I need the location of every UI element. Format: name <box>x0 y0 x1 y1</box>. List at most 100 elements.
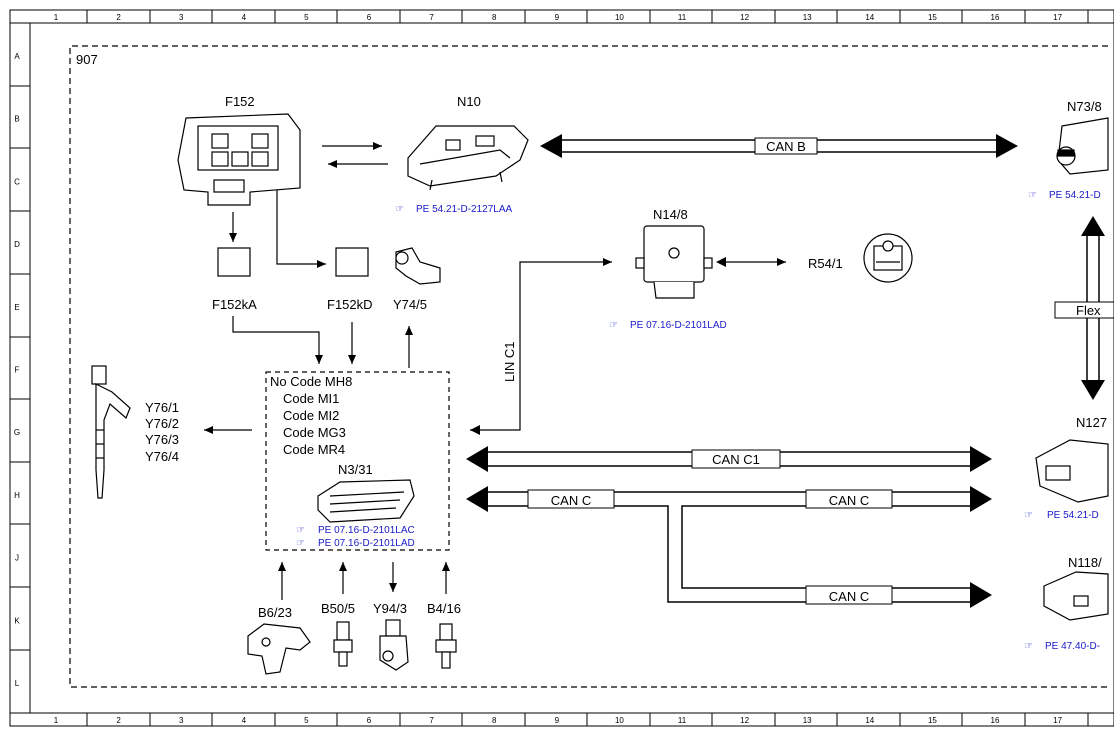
row-label: E <box>14 303 19 312</box>
n3-ref-a-link[interactable]: PE 07.16-D-2101LAC <box>318 525 415 536</box>
b50-5-label: B50/5 <box>321 601 355 616</box>
column-label: 3 <box>179 716 184 725</box>
column-label: 17 <box>1053 716 1062 725</box>
column-label: 9 <box>555 716 560 725</box>
can-b-bus <box>540 134 1018 158</box>
ecu-code-0: No Code MH8 <box>270 374 352 389</box>
f152ka-label: F152kA <box>212 297 257 312</box>
can-c1-bus <box>466 446 992 472</box>
column-label: 1 <box>54 716 59 725</box>
column-label: 15 <box>928 716 937 725</box>
y76-2-label: Y76/2 <box>145 416 179 431</box>
column-label: 11 <box>678 716 687 725</box>
f152kd-label: F152kD <box>327 297 373 312</box>
f152ka-relay-icon <box>217 247 251 277</box>
column-label: 12 <box>740 13 749 22</box>
row-label: D <box>14 240 20 249</box>
row-label: K <box>14 616 20 625</box>
flex-bus <box>1054 216 1114 400</box>
column-label: 4 <box>242 13 247 22</box>
row-label: C <box>14 177 20 186</box>
column-label: 10 <box>615 716 624 725</box>
column-label: 14 <box>865 13 874 22</box>
b6-23-camshaft-sensor-icon <box>247 623 311 675</box>
ecu-code-2: Code MI2 <box>283 408 339 423</box>
n14-label: N14/8 <box>653 207 688 222</box>
column-label: 9 <box>555 13 560 22</box>
ecu-code-4: Code MR4 <box>283 442 345 457</box>
n14-module-icon <box>635 225 713 299</box>
n127-ref-link[interactable]: PE 54.21-D <box>1047 510 1099 521</box>
n3-ref-b-link[interactable]: PE 07.16-D-2101LAD <box>318 538 415 549</box>
column-label: 3 <box>179 13 184 22</box>
can-c-lower-label: CAN C <box>829 589 869 604</box>
n3-ref-a-icon[interactable]: ☞ <box>296 525 305 536</box>
f152-fuse-box-icon <box>177 113 301 206</box>
n10-ref-icon[interactable]: ☞ <box>395 204 404 215</box>
column-label: 6 <box>367 716 372 725</box>
n118-label: N118/ <box>1068 555 1102 570</box>
row-label: H <box>14 491 20 500</box>
column-label: 15 <box>928 13 937 22</box>
b4-16-pressure-sensor-icon <box>435 623 457 669</box>
column-label: 5 <box>304 716 309 725</box>
b50-5-temperature-sensor-icon <box>333 621 353 667</box>
row-label: A <box>14 52 20 61</box>
injector-icon <box>91 365 131 499</box>
y76-3-label: Y76/3 <box>145 432 179 447</box>
n14-ref-link[interactable]: PE 07.16-D-2101LAD <box>630 320 727 331</box>
lin-c1-label: LIN C1 <box>502 342 517 382</box>
n118-ref-link[interactable]: PE 47.40-D- <box>1045 641 1100 652</box>
column-label: 2 <box>116 13 121 22</box>
n73-ref-icon[interactable]: ☞ <box>1028 190 1037 201</box>
n118-ref-icon[interactable]: ☞ <box>1024 641 1033 652</box>
r54-label: R54/1 <box>808 256 843 271</box>
y74-valve-icon <box>395 247 441 285</box>
n118-module-icon <box>1043 571 1109 621</box>
can-b-label: CAN B <box>766 139 806 154</box>
n3-31-ecu-icon <box>317 479 415 523</box>
column-label: 2 <box>116 716 121 725</box>
ecu-code-3: Code MG3 <box>283 425 346 440</box>
column-label: 5 <box>304 13 309 22</box>
column-label: 12 <box>740 716 749 725</box>
column-label: 10 <box>615 13 624 22</box>
column-label: 7 <box>429 716 434 725</box>
column-label: 14 <box>865 716 874 725</box>
n14-ref-icon[interactable]: ☞ <box>609 320 618 331</box>
n127-module-icon <box>1035 439 1109 503</box>
ecu-code-1: Code MI1 <box>283 391 339 406</box>
n73-label: N73/8 <box>1067 99 1102 114</box>
column-label: 13 <box>803 716 812 725</box>
b4-16-label: B4/16 <box>427 601 461 616</box>
flex-label: Flex <box>1076 303 1101 318</box>
column-label: 17 <box>1053 13 1062 22</box>
n10-ref-link[interactable]: PE 54.21-D-2127LAA <box>416 204 513 215</box>
n127-ref-icon[interactable]: ☞ <box>1024 510 1033 521</box>
n10-module-icon <box>407 125 529 191</box>
y94-3-label: Y94/3 <box>373 601 407 616</box>
can-c1-label: CAN C1 <box>712 452 760 467</box>
column-label: 6 <box>367 13 372 22</box>
y76-4-label: Y76/4 <box>145 449 179 464</box>
column-label: 13 <box>803 13 812 22</box>
n3-31-label: N3/31 <box>338 462 373 477</box>
row-label: L <box>15 679 20 688</box>
f152kd-relay-icon <box>335 247 369 277</box>
n73-ref-link[interactable]: PE 54.21-D <box>1049 190 1101 201</box>
can-c-right-label: CAN C <box>829 493 869 508</box>
can-c-left-label: CAN C <box>551 493 591 508</box>
y76-1-label: Y76/1 <box>145 400 179 415</box>
y74-label: Y74/5 <box>393 297 427 312</box>
f152-label: F152 <box>225 94 255 109</box>
column-label: 16 <box>991 13 1000 22</box>
n3-ref-b-icon[interactable]: ☞ <box>296 538 305 549</box>
column-label: 11 <box>678 13 687 22</box>
n127-label: N127 <box>1076 415 1107 430</box>
row-label: J <box>15 554 19 563</box>
b6-23-label: B6/23 <box>258 605 292 620</box>
row-label: G <box>14 428 20 437</box>
